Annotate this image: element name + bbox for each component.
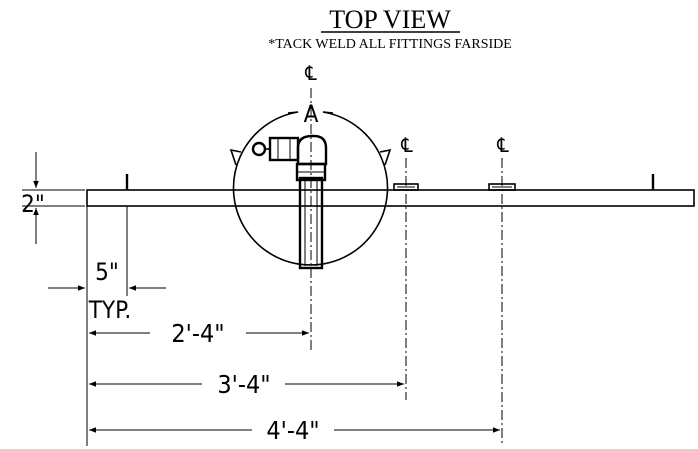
plate	[86, 189, 695, 207]
centerline-label-third: ℄	[496, 133, 509, 157]
offset-typ-note: TYP.	[88, 296, 132, 324]
detail-circle	[229, 111, 392, 266]
first-center-dimension-text: 2'-4"	[171, 319, 224, 348]
third-center-dimension-text: 4'-4"	[266, 416, 319, 445]
offset-dimension	[48, 206, 166, 446]
pipe-fitting	[251, 134, 328, 270]
offset-dimension-text: 5"	[95, 258, 119, 286]
second-center-dimension-text: 3'-4"	[217, 370, 270, 399]
thickness-dimension	[22, 152, 85, 244]
detail-label: A	[304, 100, 319, 128]
view-title: TOP VIEW	[329, 5, 451, 34]
centerline-label-first: ℄	[304, 61, 317, 85]
centerline-label-second: ℄	[400, 133, 413, 157]
weld-note: *TACK WELD ALL FITTINGS FARSIDE	[268, 37, 512, 52]
thickness-dimension-text: 2"	[21, 190, 45, 218]
